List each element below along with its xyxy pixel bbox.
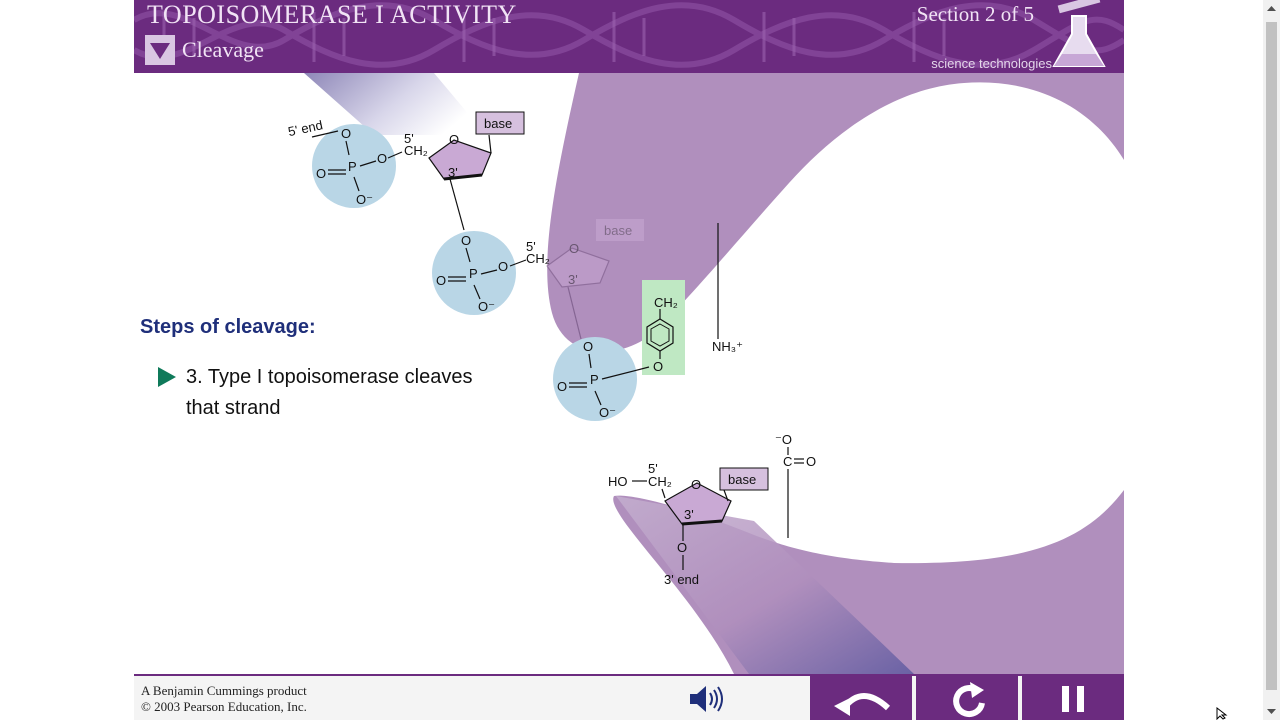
pause-icon — [1062, 686, 1084, 712]
phosphate-group-top: 5' end O O P O O⁻ — [287, 117, 403, 208]
triangle-down-icon — [150, 43, 170, 59]
dna-helix-decoration — [134, 2, 1124, 68]
ch2-label-middle: CH₂ — [526, 251, 550, 266]
scroll-down-arrow-icon[interactable] — [1263, 703, 1280, 720]
tyrosine-oxygen: O — [653, 359, 663, 374]
five-prime-label-middle: 5' — [526, 239, 536, 254]
svg-text:3': 3' — [684, 507, 694, 522]
svg-text:O: O — [498, 259, 508, 274]
carboxyl-o-minus: ⁻O — [775, 432, 792, 447]
step-description: 3. Type I topoisomerase cleaves that str… — [186, 366, 473, 419]
svg-text:O: O — [461, 233, 471, 248]
ch2-label-bottom: CH₂ — [648, 474, 672, 489]
svg-text:O⁻: O⁻ — [599, 405, 616, 420]
replay-button[interactable] — [914, 676, 1018, 720]
svg-text:O: O — [557, 379, 567, 394]
sound-button[interactable] — [686, 682, 726, 716]
base-label-bottom: base — [728, 472, 756, 487]
curved-back-arrow-icon — [834, 693, 891, 716]
tyrosine-highlight — [642, 280, 685, 375]
replay-icon — [953, 682, 985, 717]
pause-button[interactable] — [1020, 676, 1124, 720]
app-title: TOPOISOMERASE I ACTIVITY — [147, 0, 517, 29]
svg-text:P: P — [348, 159, 357, 174]
ch2-label-top: CH₂ — [404, 143, 428, 158]
five-prime-label-top: 5' — [404, 131, 414, 146]
enzyme-upper-lobe — [547, 73, 1124, 352]
animation-stage: TOPOISOMERASE I ACTIVITY Section 2 of 5 … — [134, 0, 1124, 720]
brand-name: science technologies — [931, 56, 1052, 71]
svg-text:P: P — [469, 266, 478, 281]
page-scrollbar[interactable] — [1263, 0, 1280, 720]
section-indicator: Section 2 of 5 — [916, 2, 1034, 26]
mouse-cursor-icon — [1216, 707, 1228, 720]
deoxyribose-middle-faded: O 3' — [546, 241, 610, 288]
scrollbar-thumb[interactable] — [1266, 22, 1277, 690]
five-prime-label-bottom: 5' — [648, 461, 658, 476]
ho-label: HO — [608, 474, 628, 489]
deoxyribose-top: O 3' — [428, 132, 492, 181]
base-label-top: base — [484, 116, 512, 131]
svg-text:O: O — [583, 339, 593, 354]
scroll-up-arrow-icon[interactable] — [1263, 0, 1280, 17]
lysine-nh3-label: NH₃⁺ — [712, 339, 743, 354]
cleavage-diagram: NH₃⁺ 5' end O O P O O⁻ 5' CH₂ O 3' base — [287, 73, 1124, 674]
svg-text:O⁻: O⁻ — [478, 299, 495, 314]
topic-title: Cleavage — [182, 37, 264, 62]
credit-line-2: © 2003 Pearson Education, Inc. — [141, 699, 307, 714]
header-bar: TOPOISOMERASE I ACTIVITY Section 2 of 5 … — [134, 0, 1124, 73]
svg-text:P: P — [590, 372, 599, 387]
back-button[interactable] — [808, 676, 912, 720]
footer-bar: A Benjamin Cummings product © 2003 Pears… — [134, 674, 1124, 720]
base-label-middle: base — [604, 223, 632, 238]
base-box-bottom — [719, 467, 769, 491]
svg-text:O: O — [569, 241, 579, 256]
svg-text:3': 3' — [448, 165, 458, 180]
svg-text:O⁻: O⁻ — [356, 192, 373, 207]
svg-text:O: O — [436, 273, 446, 288]
base-box-middle — [596, 219, 644, 241]
credit-line-1: A Benjamin Cummings product — [141, 683, 307, 698]
phosphate-group-cleaved: O O P O⁻ — [553, 337, 650, 421]
five-end-label-top: 5' end — [287, 117, 324, 139]
carboxyl-carbon: C — [783, 454, 792, 469]
dna-band-top — [304, 73, 486, 135]
three-end-label: 3' end — [664, 572, 699, 587]
dna-band-bottom — [616, 496, 914, 674]
flask-icon — [1052, 0, 1106, 67]
base-box-top — [475, 111, 525, 135]
svg-text:3': 3' — [568, 272, 578, 287]
speaker-icon — [690, 686, 723, 712]
svg-text:O: O — [449, 132, 459, 147]
steps-heading: Steps of cleavage: — [140, 316, 316, 338]
svg-text:O: O — [316, 166, 326, 181]
deoxyribose-bottom: O 3' — [664, 477, 732, 526]
topic-dropdown-button[interactable] — [145, 35, 175, 65]
svg-text:O: O — [691, 477, 701, 492]
ch2-label-tyrosine: CH₂ — [654, 295, 678, 310]
svg-text:O: O — [677, 540, 687, 555]
phosphate-group-middle: O O P O O⁻ — [432, 231, 527, 315]
step-bullet-arrow-icon — [158, 367, 176, 387]
svg-text:O: O — [341, 126, 351, 141]
svg-text:O: O — [377, 151, 387, 166]
carboxyl-o: O — [806, 454, 816, 469]
